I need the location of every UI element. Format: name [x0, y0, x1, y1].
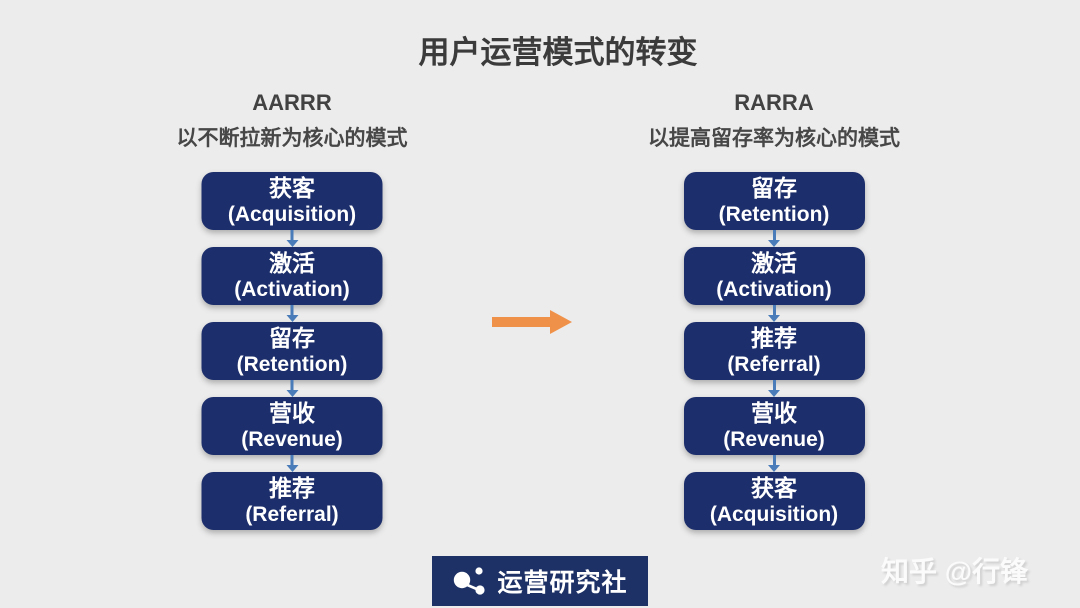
stage-label-en: (Referral) [727, 353, 821, 376]
page-title: 用户运营模式的转变 [418, 35, 698, 70]
rarra-model-name: RARRA [734, 90, 814, 115]
left-stage-retention: 留存 (Retention) [201, 322, 383, 380]
down-arrow-icon [286, 380, 299, 397]
stage-label-zh: 留存 [751, 175, 797, 201]
molecule-icon [454, 567, 486, 595]
right-stage-acquisition: 获客 (Acquisition) [683, 472, 865, 530]
left-stage-acquisition: 获客 (Acquisition) [201, 172, 383, 230]
brand-banner: 运营研究社 [432, 556, 648, 606]
down-arrow-icon [768, 305, 781, 322]
rarra-column: RARRA 以提高留存率为核心的模式 留存 (Retention) 激活 (Ac… [648, 90, 900, 530]
stage-label-en: (Retention) [236, 353, 348, 376]
aarrr-model-name: AARRR [252, 90, 332, 115]
left-stage-activation: 激活 (Activation) [201, 247, 383, 305]
down-arrow-icon [768, 380, 781, 397]
aarrr-column: AARRR 以不断拉新为核心的模式 获客 (Acquisition) 激活 (A… [177, 90, 408, 530]
right-arrow-icon [492, 310, 572, 334]
stage-label-zh: 获客 [751, 475, 797, 501]
stage-label-zh: 推荐 [269, 475, 315, 501]
stage-label-zh: 激活 [751, 250, 797, 276]
down-arrow-icon [286, 305, 299, 322]
stage-label-en: (Revenue) [723, 428, 825, 451]
stage-label-en: (Acquisition) [709, 503, 839, 526]
down-arrow-icon [768, 455, 781, 472]
right-stage-retention: 留存 (Retention) [683, 172, 865, 230]
stage-label-en: (Activation) [716, 278, 832, 301]
stage-label-zh: 激活 [269, 250, 315, 276]
stage-label-zh: 获客 [269, 175, 315, 201]
rarra-model-description: 以提高留存率为核心的模式 [648, 127, 900, 150]
left-stage-referral: 推荐 (Referral) [201, 472, 383, 530]
stage-label-en: (Activation) [234, 278, 350, 301]
stage-label-zh: 营收 [751, 400, 797, 426]
stage-label-zh: 留存 [269, 325, 315, 351]
right-stage-referral: 推荐 (Referral) [683, 322, 865, 380]
stage-label-en: (Retention) [718, 203, 830, 226]
stage-label-en: (Revenue) [241, 428, 343, 451]
zhihu-watermark: 知乎 @行锋 [881, 556, 1029, 587]
right-stage-activation: 激活 (Activation) [683, 247, 865, 305]
right-stage-revenue: 营收 (Revenue) [683, 397, 865, 455]
left-stage-revenue: 营收 (Revenue) [201, 397, 383, 455]
down-arrow-icon [286, 230, 299, 247]
stage-label-en: (Referral) [245, 503, 339, 526]
brand-name: 运营研究社 [497, 569, 628, 597]
stage-label-en: (Acquisition) [227, 203, 357, 226]
down-arrow-icon [768, 230, 781, 247]
down-arrow-icon [286, 455, 299, 472]
aarrr-model-description: 以不断拉新为核心的模式 [176, 127, 408, 150]
stage-label-zh: 营收 [269, 400, 315, 426]
stage-label-zh: 推荐 [751, 325, 797, 351]
